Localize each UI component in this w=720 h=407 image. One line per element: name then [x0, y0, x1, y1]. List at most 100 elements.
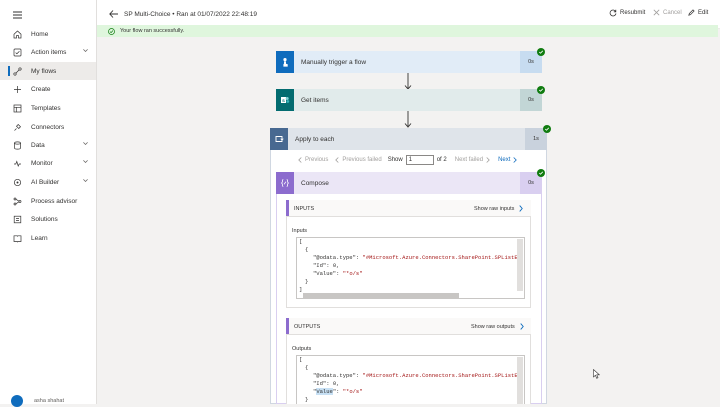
sidebar-item-label: Learn — [31, 234, 48, 242]
refresh-icon — [609, 9, 617, 17]
next-failed-button[interactable]: Next failed — [455, 157, 490, 163]
checkmark-icon — [13, 48, 22, 57]
json-line: "@odata.type": "#Microsoft.Azure.Connect… — [313, 372, 518, 379]
sidebar-item-label: Monitor — [31, 159, 53, 167]
sidebar-item-data[interactable]: Data — [0, 136, 96, 154]
chevron-right-icon — [513, 157, 518, 163]
sidebar-item-process-advisor[interactable]: Process advisor — [0, 192, 96, 210]
process-advisor-icon — [13, 197, 22, 206]
templates-icon — [13, 104, 22, 113]
sidebar-item-label: Connectors — [31, 123, 65, 131]
sidebar-item-create[interactable]: Create — [0, 80, 96, 98]
step-label: Get items — [301, 96, 329, 104]
cancel-button[interactable]: Cancel — [653, 9, 682, 16]
chevron-down-icon[interactable] — [83, 160, 88, 163]
step-apply-to-each[interactable]: Apply to each 1s — [270, 128, 547, 150]
chevron-right-icon — [520, 323, 524, 330]
ai-builder-icon — [13, 178, 22, 187]
outputs-json-viewer[interactable]: [ { "@odata.type": "#Microsoft.Azure.Con… — [296, 355, 525, 404]
plus-icon — [13, 85, 22, 94]
step-label: Compose — [301, 179, 329, 187]
json-line: [ — [299, 356, 303, 363]
solutions-icon — [13, 215, 22, 224]
iteration-input[interactable]: 1 — [405, 155, 434, 165]
step-label: Manually trigger a flow — [301, 58, 367, 66]
sidebar-item-home[interactable]: Home — [0, 25, 96, 43]
sidebar-item-label: Data — [31, 141, 45, 149]
json-line: "Id": 0, — [313, 380, 340, 387]
connector-arrow — [404, 73, 412, 90]
step-duration: 0s — [520, 89, 542, 111]
sidebar-item-monitor[interactable]: Monitor — [0, 154, 96, 172]
step-manually-trigger[interactable]: Manually trigger a flow 0s — [276, 51, 542, 73]
step-duration: 0s — [520, 51, 542, 73]
sidebar-item-action-items[interactable]: Action items — [0, 43, 96, 61]
next-button[interactable]: Next — [498, 157, 518, 163]
json-line: ] — [299, 286, 303, 293]
chevron-down-icon[interactable] — [83, 179, 88, 182]
json-line: { — [305, 364, 309, 371]
sharepoint-icon: S — [276, 89, 294, 111]
sidebar-item-label: Templates — [31, 104, 61, 112]
previous-button[interactable]: Previous — [298, 157, 328, 163]
json-line: "Value": "*o/s" — [313, 388, 363, 395]
connectors-icon — [13, 123, 22, 132]
inputs-header: INPUTS Show raw inputs — [286, 200, 531, 217]
outputs-header: OUTPUTS Show raw outputs — [286, 318, 531, 335]
sidebar-item-solutions[interactable]: Solutions — [0, 210, 96, 228]
edit-label: Edit — [698, 9, 709, 16]
step-label: Apply to each — [295, 135, 335, 143]
show-raw-outputs-link[interactable]: Show raw outputs — [471, 323, 524, 330]
monitor-icon — [13, 159, 22, 168]
chevron-down-icon[interactable] — [83, 49, 88, 52]
back-arrow-icon[interactable] — [109, 10, 118, 18]
json-line: } — [305, 278, 309, 285]
of-total-label: of 2 — [436, 157, 447, 163]
sidebar-item-my-flows[interactable]: My flows — [0, 62, 96, 80]
learn-icon — [13, 234, 22, 243]
step-duration: 1s — [525, 128, 547, 150]
show-raw-inputs-link[interactable]: Show raw inputs — [474, 205, 524, 212]
hamburger-icon[interactable] — [13, 11, 22, 19]
json-line: } — [305, 396, 309, 403]
inputs-json-viewer[interactable]: [ { "@odata.type": "#Microsoft.Azure.Con… — [296, 237, 525, 299]
json-line: [ — [299, 238, 303, 245]
edit-button[interactable]: Edit — [688, 9, 708, 16]
show-raw-outputs-label: Show raw outputs — [471, 323, 515, 330]
show-label: Show — [387, 157, 403, 163]
next-failed-label: Next failed — [454, 157, 484, 163]
touch-trigger-icon — [276, 51, 294, 73]
connector-arrow — [404, 111, 412, 128]
sidebar-item-label: Home — [31, 30, 49, 38]
header-accent — [286, 318, 289, 334]
sidebar-item-label: Solutions — [31, 215, 58, 223]
sidebar-item-learn[interactable]: Learn — [0, 229, 96, 247]
outputs-header-label: OUTPUTS — [294, 324, 321, 330]
success-check-icon — [537, 86, 545, 94]
vertical-scrollbar[interactable] — [517, 357, 523, 404]
sidebar-item-label: Create — [31, 85, 51, 93]
success-message: Your flow ran successfully. — [120, 28, 185, 34]
step-compose[interactable]: Compose 0s — [276, 172, 542, 194]
chevron-down-icon[interactable] — [83, 142, 88, 145]
user-name: asha shahat — [34, 398, 64, 404]
selected-text: Value — [316, 388, 333, 395]
step-duration: 0s — [520, 172, 542, 194]
horizontal-scrollbar[interactable] — [303, 293, 459, 298]
resubmit-button[interactable]: Resubmit — [609, 9, 645, 17]
step-get-items[interactable]: S Get items 0s — [276, 89, 542, 111]
sidebar-item-ai-builder[interactable]: AI Builder — [0, 173, 96, 191]
compose-icon — [276, 172, 294, 194]
sidebar-item-connectors[interactable]: Connectors — [0, 118, 96, 136]
database-icon — [13, 141, 22, 150]
sidebar-item-label: AI Builder — [31, 178, 60, 186]
iteration-pager: Previous Previous failed Show 1 of 2 Nex… — [298, 154, 518, 166]
user-avatar[interactable] — [11, 395, 23, 407]
next-label: Next — [498, 157, 511, 163]
vertical-scrollbar[interactable] — [517, 239, 523, 291]
mouse-cursor-icon — [593, 369, 600, 379]
previous-failed-button[interactable]: Previous failed — [335, 157, 382, 163]
outputs-title: Outputs — [292, 346, 312, 352]
sidebar-item-templates[interactable]: Templates — [0, 99, 96, 117]
